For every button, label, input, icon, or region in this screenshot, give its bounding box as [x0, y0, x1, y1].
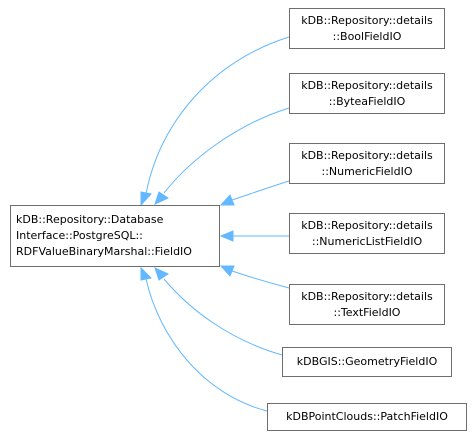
- bytea-fieldio-label-line-2: ::ByteaFieldIO: [328, 94, 406, 108]
- geometry-fieldio-label: kDBGIS::GeometryFieldIO: [296, 355, 438, 368]
- base-class-label-line-2: Interface::PostgreSQL::: [16, 229, 143, 242]
- numeric-fieldio-label-line-2: ::NumericFieldIO: [321, 164, 413, 178]
- bool-fieldio-node[interactable]: kDB::Repository::details ::BoolFieldIO: [289, 8, 445, 49]
- bool-fieldio-label-line-2: ::BoolFieldIO: [332, 29, 402, 43]
- numeric-list-fieldio-label-line-1: kDB::Repository::details: [301, 218, 433, 232]
- text-fieldio-node[interactable]: kDB::Repository::details ::TextFieldIO: [289, 284, 445, 325]
- text-fieldio-label-line-1: kDB::Repository::details: [301, 289, 433, 303]
- edge-numeric-to-base: [231, 180, 290, 201]
- edge-bytea-arrowhead: [154, 191, 170, 205]
- base-class-node[interactable]: kDB::Repository::Database Interface::Pos…: [10, 205, 220, 267]
- patch-fieldio-label: kDBPointClouds::PatchFieldIO: [286, 410, 448, 423]
- base-class-label-line-1: kDB::Repository::Database: [16, 213, 164, 226]
- base-class-label-line-3: RDFValueBinaryMarshal::FieldIO: [16, 245, 192, 258]
- edge-geometry-to-base: [163, 278, 283, 356]
- bytea-fieldio-label-line-1: kDB::Repository::details: [301, 78, 433, 92]
- numeric-fieldio-node[interactable]: kDB::Repository::details ::NumericFieldI…: [289, 143, 445, 184]
- geometry-fieldio-node[interactable]: kDBGIS::GeometryFieldIO: [282, 347, 452, 377]
- edge-geometry-arrowhead: [154, 267, 170, 281]
- edge-text-arrowhead: [219, 265, 235, 277]
- patch-fieldio-node[interactable]: kDBPointClouds::PatchFieldIO: [267, 403, 467, 431]
- edge-numeric-arrowhead: [219, 194, 235, 206]
- edge-numericlist-arrowhead: [219, 230, 234, 242]
- bool-fieldio-label-line-1: kDB::Repository::details: [301, 13, 433, 27]
- text-fieldio-label-line-2: ::TextFieldIO: [333, 305, 401, 319]
- edge-patch-to-base: [145, 278, 268, 412]
- edge-text-to-base: [231, 270, 290, 289]
- edge-bytea-to-base: [163, 107, 290, 194]
- numeric-list-fieldio-label-line-2: ::NumericListFieldIO: [311, 234, 423, 248]
- bytea-fieldio-node[interactable]: kDB::Repository::details ::ByteaFieldIO: [289, 73, 445, 114]
- edge-bool-to-base: [145, 36, 290, 195]
- numeric-fieldio-label-line-1: kDB::Repository::details: [301, 148, 433, 162]
- edge-bool-arrowhead: [140, 191, 152, 207]
- numeric-list-fieldio-node[interactable]: kDB::Repository::details ::NumericListFi…: [289, 213, 445, 254]
- edge-patch-arrowhead: [140, 266, 153, 281]
